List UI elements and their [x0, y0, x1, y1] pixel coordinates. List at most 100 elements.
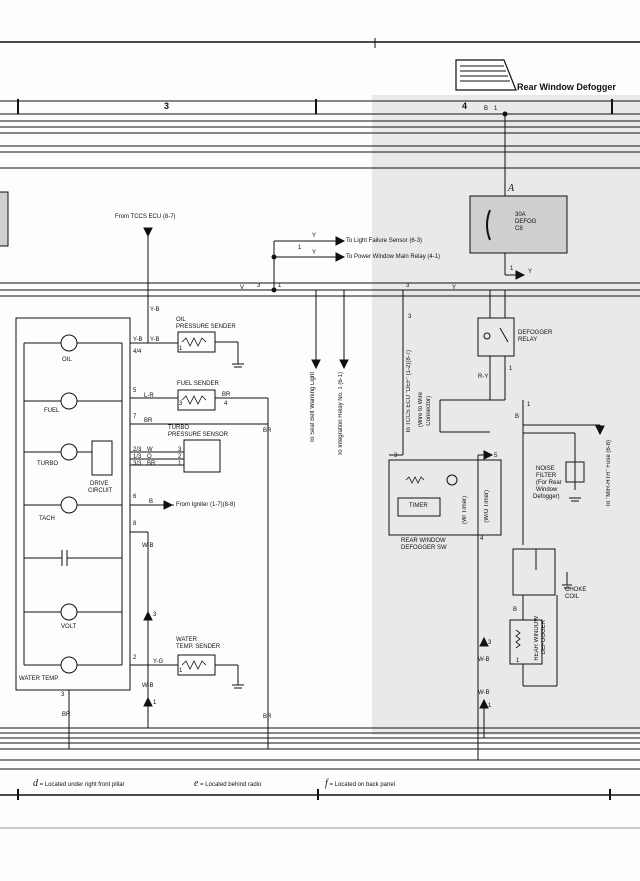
pin-13: 1/3	[133, 454, 142, 460]
pin-3-switch: 3	[394, 453, 398, 459]
fuse-marker: A	[508, 183, 515, 194]
pin-1-bottom: 1	[488, 703, 492, 709]
wire-br-5: BR	[263, 428, 272, 434]
pin-23: 2/3	[133, 447, 142, 453]
switch-label-2: DEFOGGER SW	[401, 545, 447, 551]
wire-br-2: BR	[222, 392, 231, 398]
without-timer-label: (W/O Timer)	[484, 490, 490, 523]
pin-1-defogger: 1	[516, 658, 520, 664]
wire-yg: Y-G	[153, 659, 164, 665]
water-sender-label-2: TEMP. SENDER	[176, 644, 221, 650]
bottom-bus-lines	[0, 727, 640, 770]
pin-33: 3/3	[133, 461, 142, 467]
pin-1-top: 1	[494, 106, 498, 112]
turbo-sensor-label-2: PRESSURE SENSOR	[168, 432, 229, 438]
drive-circuit-box	[91, 440, 113, 476]
pin-8: 8	[133, 521, 137, 527]
fuel-gauge	[60, 392, 78, 410]
oil-gauge-label: OIL	[62, 357, 72, 363]
switch-label-1: REAR WINDOW	[401, 538, 446, 544]
footnote-e: e = Located behind radio	[194, 778, 262, 789]
gauges	[23, 334, 123, 674]
oil-sender-label-2: PRESSURE SENDER	[176, 324, 236, 330]
pin-1-fuse: 1	[510, 266, 514, 272]
middle-wires	[130, 236, 440, 370]
water-sender-box	[177, 654, 216, 676]
noise-filter-box	[565, 461, 585, 483]
footnote-f: f = Located on back panel	[325, 778, 395, 789]
pin-5: 5	[133, 388, 137, 394]
to-seat-belt-label: To Seat Belt Warning Light	[310, 372, 316, 443]
defogger-relay-label-2: RELAY	[518, 337, 538, 343]
pin-3-relay: 3	[406, 283, 410, 289]
defogger-relay-box	[477, 317, 515, 357]
wire-connector-label-1: (Wire to Wire	[418, 392, 424, 427]
to-mir-htr-label: To "MIR-HTR" Fuse (6-8)	[606, 440, 612, 507]
pin-1-junction: 1	[278, 283, 282, 289]
volt-gauge-label: VOLT	[61, 624, 77, 630]
wire-o: O	[147, 454, 152, 460]
tach-gauge	[60, 496, 78, 514]
column-number-4: 4	[462, 101, 468, 111]
fuse-code: C8	[515, 226, 523, 232]
pin-3-meter: 3	[61, 692, 65, 698]
to-tccs-def-label: To TCCS ECU "DEF" (1-2)(8-7)	[406, 350, 412, 434]
noise-filter-label-3: (For Rear	[536, 480, 562, 486]
wire-wb-4: W-B	[478, 690, 490, 696]
rear-defogger-label-2: DEFOGGER	[541, 620, 547, 655]
turbo-gauge-label: TURBO	[37, 461, 58, 467]
combination-meter-box	[15, 317, 131, 691]
oil-sender-box	[177, 331, 216, 353]
noise-filter-label-4: Window	[536, 487, 558, 493]
timer-box	[397, 497, 441, 517]
pin-5-switch: 5	[494, 453, 498, 459]
wire-y-4: Y	[528, 269, 533, 275]
pin-2-water: 2	[133, 655, 137, 661]
turbo-gauge	[60, 443, 78, 461]
wire-wb-2: W-B	[142, 683, 154, 689]
from-tccs-ecu-label: From TCCS ECU (8-7)	[115, 214, 176, 220]
pin-3-fuel: 3	[179, 401, 183, 407]
pin-1-water: 1	[179, 668, 183, 674]
wire-br-3: BR	[147, 461, 156, 467]
wire-b-4: B	[484, 106, 489, 112]
fuel-sender-box	[177, 389, 216, 411]
oil-gauge	[60, 334, 78, 352]
pin-4-switch: 4	[480, 536, 484, 542]
from-igniter-label: From Igniter (1-7)(8-8)	[176, 502, 236, 508]
water-temp-gauge-label: WATER TEMP	[19, 676, 59, 682]
choke-coil-label-1: CHOKE	[565, 587, 587, 593]
wire-y-1: Y	[312, 233, 317, 239]
fuel-sender-label: FUEL SENDER	[177, 381, 219, 387]
fuel-gauge-label: FUEL	[44, 408, 60, 414]
wire-b-2: B	[515, 414, 520, 420]
wire-y-2: Y	[312, 250, 317, 256]
senders	[177, 331, 244, 689]
turbo-sensor-label-1: TURBO	[168, 425, 189, 431]
footnote-d: d = Located under right front pillar	[33, 778, 125, 789]
timer-label: TIMER	[409, 503, 428, 509]
pin-1-turbo: 1	[178, 461, 182, 467]
pin-2-turbo: 2	[178, 454, 182, 460]
water-sender-label-1: WATER	[176, 637, 197, 643]
volt-gauge	[60, 603, 78, 621]
wire-lr: L-R	[144, 393, 154, 399]
pin-7: 7	[133, 414, 137, 420]
choke-coil-box	[512, 548, 556, 596]
noise-filter-label-5: Defogger)	[533, 494, 560, 500]
defogger-relay-label-1: DEFOGGER	[518, 330, 553, 336]
column-number-3: 3	[164, 101, 170, 111]
pin-1-oil: 1	[179, 346, 183, 352]
wire-br-6: BR	[263, 714, 272, 720]
noise-filter-label-1: NOISE	[536, 466, 555, 472]
meter-wires	[68, 227, 269, 749]
water-temp-gauge	[60, 656, 78, 674]
wire-yb-vertical: Y-B	[150, 307, 160, 313]
pin-3-bottom: 3	[488, 640, 492, 646]
drive-circuit-label-1: DRIVE	[90, 481, 109, 487]
drive-circuit-label-2: CIRCUIT	[88, 488, 113, 494]
wire-b-1: B	[149, 499, 154, 505]
wire-connector-label-2: Connector)	[426, 396, 432, 426]
to-light-failure-label: To Light Failure Sensor (6-3)	[346, 238, 423, 244]
